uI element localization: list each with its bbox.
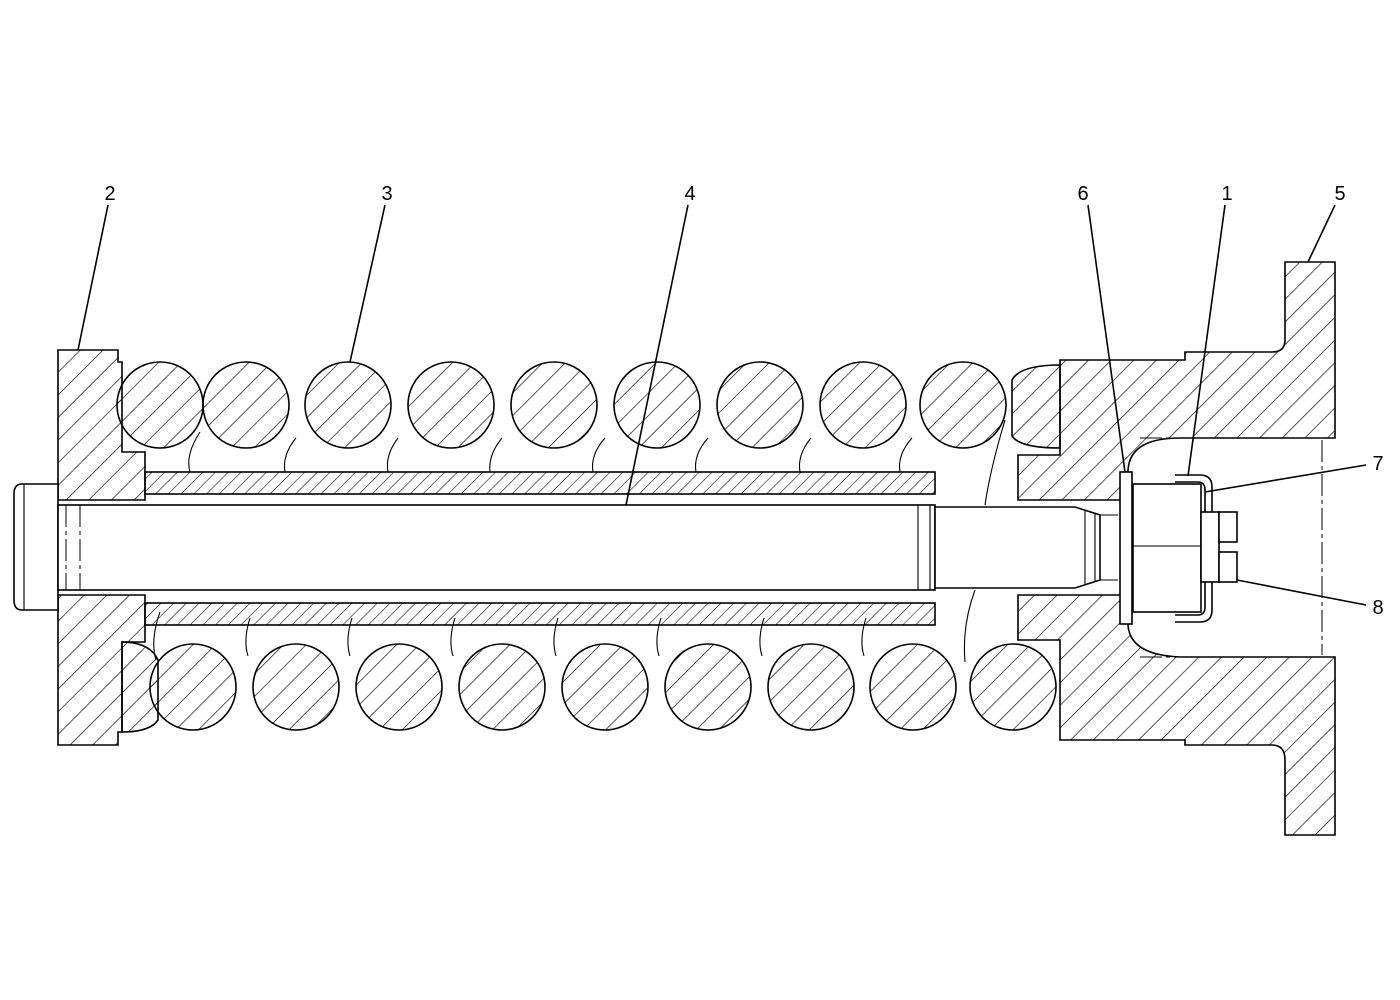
left-end-plate [13,349,146,746]
coil-wire-section [252,643,340,731]
leader-2 [77,204,109,351]
callout-5: 5 [1334,183,1345,205]
callout-6: 6 [1077,183,1088,205]
callout-4: 4 [684,183,695,205]
coil-wire-section [664,643,752,731]
coil-wire-section [355,643,443,731]
coil-wire-section [561,643,649,731]
leader-4 [625,204,689,506]
coil-wire-section [116,361,204,449]
coil-end-flat [121,641,159,733]
bolt-tip [1200,511,1238,583]
coil-wire-section [767,643,855,731]
coil-wire-section [819,361,907,449]
leader-5 [1307,204,1336,263]
nut [1132,483,1202,613]
coil-wire-section [458,643,546,731]
coil-wire-section [202,361,290,449]
coil-helix-edges [153,419,1006,663]
coil-wire-section [919,361,1007,449]
callout-2: 2 [104,183,115,205]
callout-3: 3 [381,183,392,205]
spring-coils-lower [121,641,1057,733]
coil-end-flat [1011,364,1061,449]
coil-wire-section [969,643,1057,731]
coil-wire-section [510,361,598,449]
callout-labels: 2 3 4 6 1 5 7 8 [104,183,1383,619]
callout-7: 7 [1372,453,1383,475]
coil-wire-section [869,643,957,731]
leader-8 [1236,579,1367,606]
right-housing [1017,261,1336,836]
coil-wire-section [149,643,237,731]
coil-wire-section [613,361,701,449]
bolt-rod [57,504,1118,591]
leader-7 [1204,464,1367,493]
coil-wire-section [716,361,804,449]
washer [1119,471,1133,625]
coil-wire-section [407,361,495,449]
leader-6 [1087,204,1126,473]
leader-3 [349,204,386,363]
callout-1: 1 [1221,183,1232,205]
coil-wire-section [304,361,392,449]
spacer-tube [144,471,936,626]
spring-coils-upper [116,361,1061,449]
callout-8: 8 [1372,597,1383,619]
leader-1 [1187,204,1226,477]
leader-lines [77,204,1367,606]
